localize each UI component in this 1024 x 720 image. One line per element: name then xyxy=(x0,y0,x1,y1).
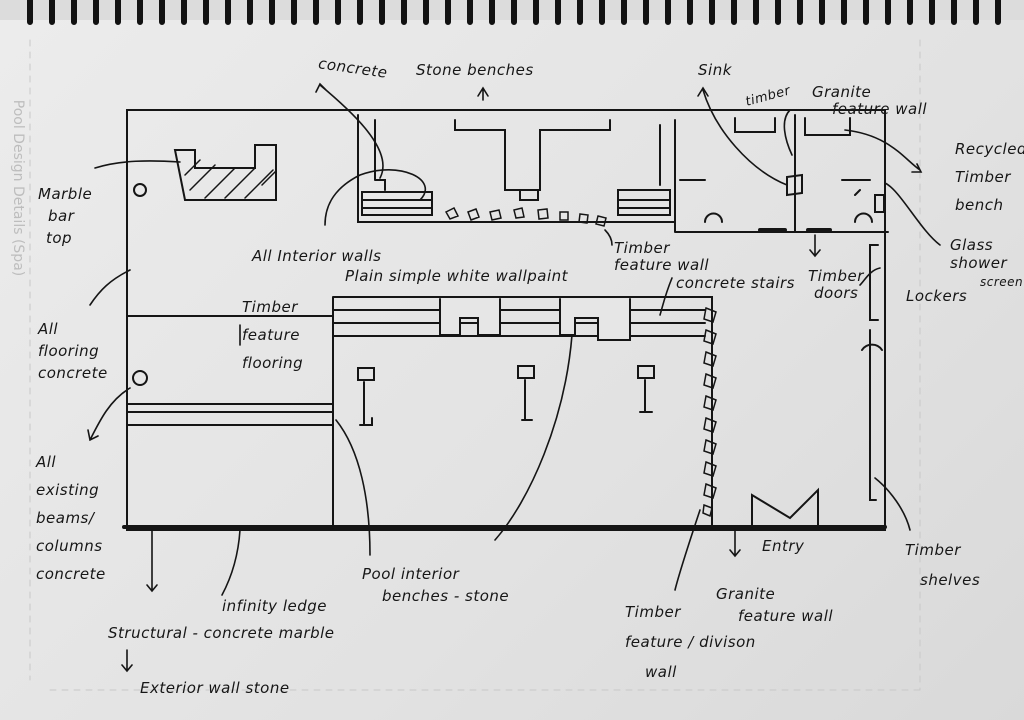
label-granite-feature-wall-bottom: Granite feature wall xyxy=(716,583,833,627)
label-wallpaint: Plain simple white wallpaint xyxy=(345,267,569,285)
label-line: shelves xyxy=(920,571,981,589)
marble-bar-top xyxy=(173,144,277,201)
label-line: concrete xyxy=(38,364,108,382)
label-interior-walls: All Interior walls xyxy=(252,247,382,265)
label-line: flooring xyxy=(38,342,100,360)
label-timber-shelves: Timber shelves xyxy=(905,535,980,595)
label-line: top xyxy=(46,229,73,247)
label-line: benches - stone xyxy=(382,587,510,605)
interior-rooms xyxy=(357,114,889,233)
label-lockers: Lockers xyxy=(906,287,968,305)
label-line: feature / divison xyxy=(625,633,756,651)
label-entry: Entry xyxy=(762,537,805,555)
lockers-shelves xyxy=(861,244,883,501)
label-line: Timber xyxy=(808,267,864,285)
label-line: doors xyxy=(814,284,859,302)
label-sink: Sink xyxy=(698,61,732,79)
label-line: shower xyxy=(950,254,1008,272)
label-infinity-ledge: infinity ledge xyxy=(222,597,327,615)
label-exterior-wall: Exterior wall stone xyxy=(140,679,290,697)
column-circle xyxy=(133,183,147,197)
sketchbook-page: Pool Design Details (Spa) xyxy=(0,20,1024,720)
label-line: columns xyxy=(36,537,103,555)
label-line: beams/ xyxy=(36,509,95,527)
label-line: concrete xyxy=(36,565,106,583)
label-line: Granite xyxy=(812,83,872,101)
label-line: screen xyxy=(980,275,1024,289)
label-timber-feature-flooring: Timber feature flooring xyxy=(242,293,303,377)
label-line: Recycled xyxy=(955,140,1024,158)
entry-doors xyxy=(751,487,819,528)
label-line: existing xyxy=(36,481,100,499)
label-line: Timber xyxy=(905,541,961,559)
pool xyxy=(332,296,717,529)
label-flooring-concrete: All flooring concrete xyxy=(38,318,108,384)
label-line: All xyxy=(38,320,59,338)
label-line: Granite xyxy=(716,585,776,603)
column-circle xyxy=(132,370,148,386)
label-timber-division-wall: Timber feature / divison wall xyxy=(625,597,756,687)
label-line: Timber xyxy=(614,239,670,257)
label-line: feature wall xyxy=(738,607,834,625)
label-line: bar xyxy=(48,207,75,225)
label-line: Timber xyxy=(625,603,681,621)
timber-flooring-lines xyxy=(126,315,334,426)
label-line: Glass xyxy=(950,236,994,254)
label-line: feature xyxy=(242,326,300,344)
leader-arrows xyxy=(87,82,941,673)
label-stone-benches: Stone benches xyxy=(416,61,534,79)
label-line: bench xyxy=(955,196,1004,214)
label-line: flooring xyxy=(242,354,304,372)
label-line: wall xyxy=(645,663,677,681)
label-existing-beams-columns: All existing beams/columns concrete xyxy=(36,448,106,588)
label-line: All xyxy=(36,453,57,471)
spiral-binding xyxy=(27,0,1001,25)
label-pool-interior-benches: Pool interior benches - stone xyxy=(362,563,509,607)
label-concrete-stairs: concrete stairs xyxy=(676,274,795,292)
label-line: Marble xyxy=(38,185,93,203)
label-line: feature wall xyxy=(832,100,928,118)
label-structural: Structural - concrete marble xyxy=(108,624,335,642)
label-line: Timber xyxy=(955,168,1011,186)
label-line: Timber xyxy=(242,298,298,316)
label-marble-bar-top: Marble bar top xyxy=(38,183,92,249)
label-line: Pool interior xyxy=(362,565,460,583)
label-line: feature wall xyxy=(614,256,710,274)
